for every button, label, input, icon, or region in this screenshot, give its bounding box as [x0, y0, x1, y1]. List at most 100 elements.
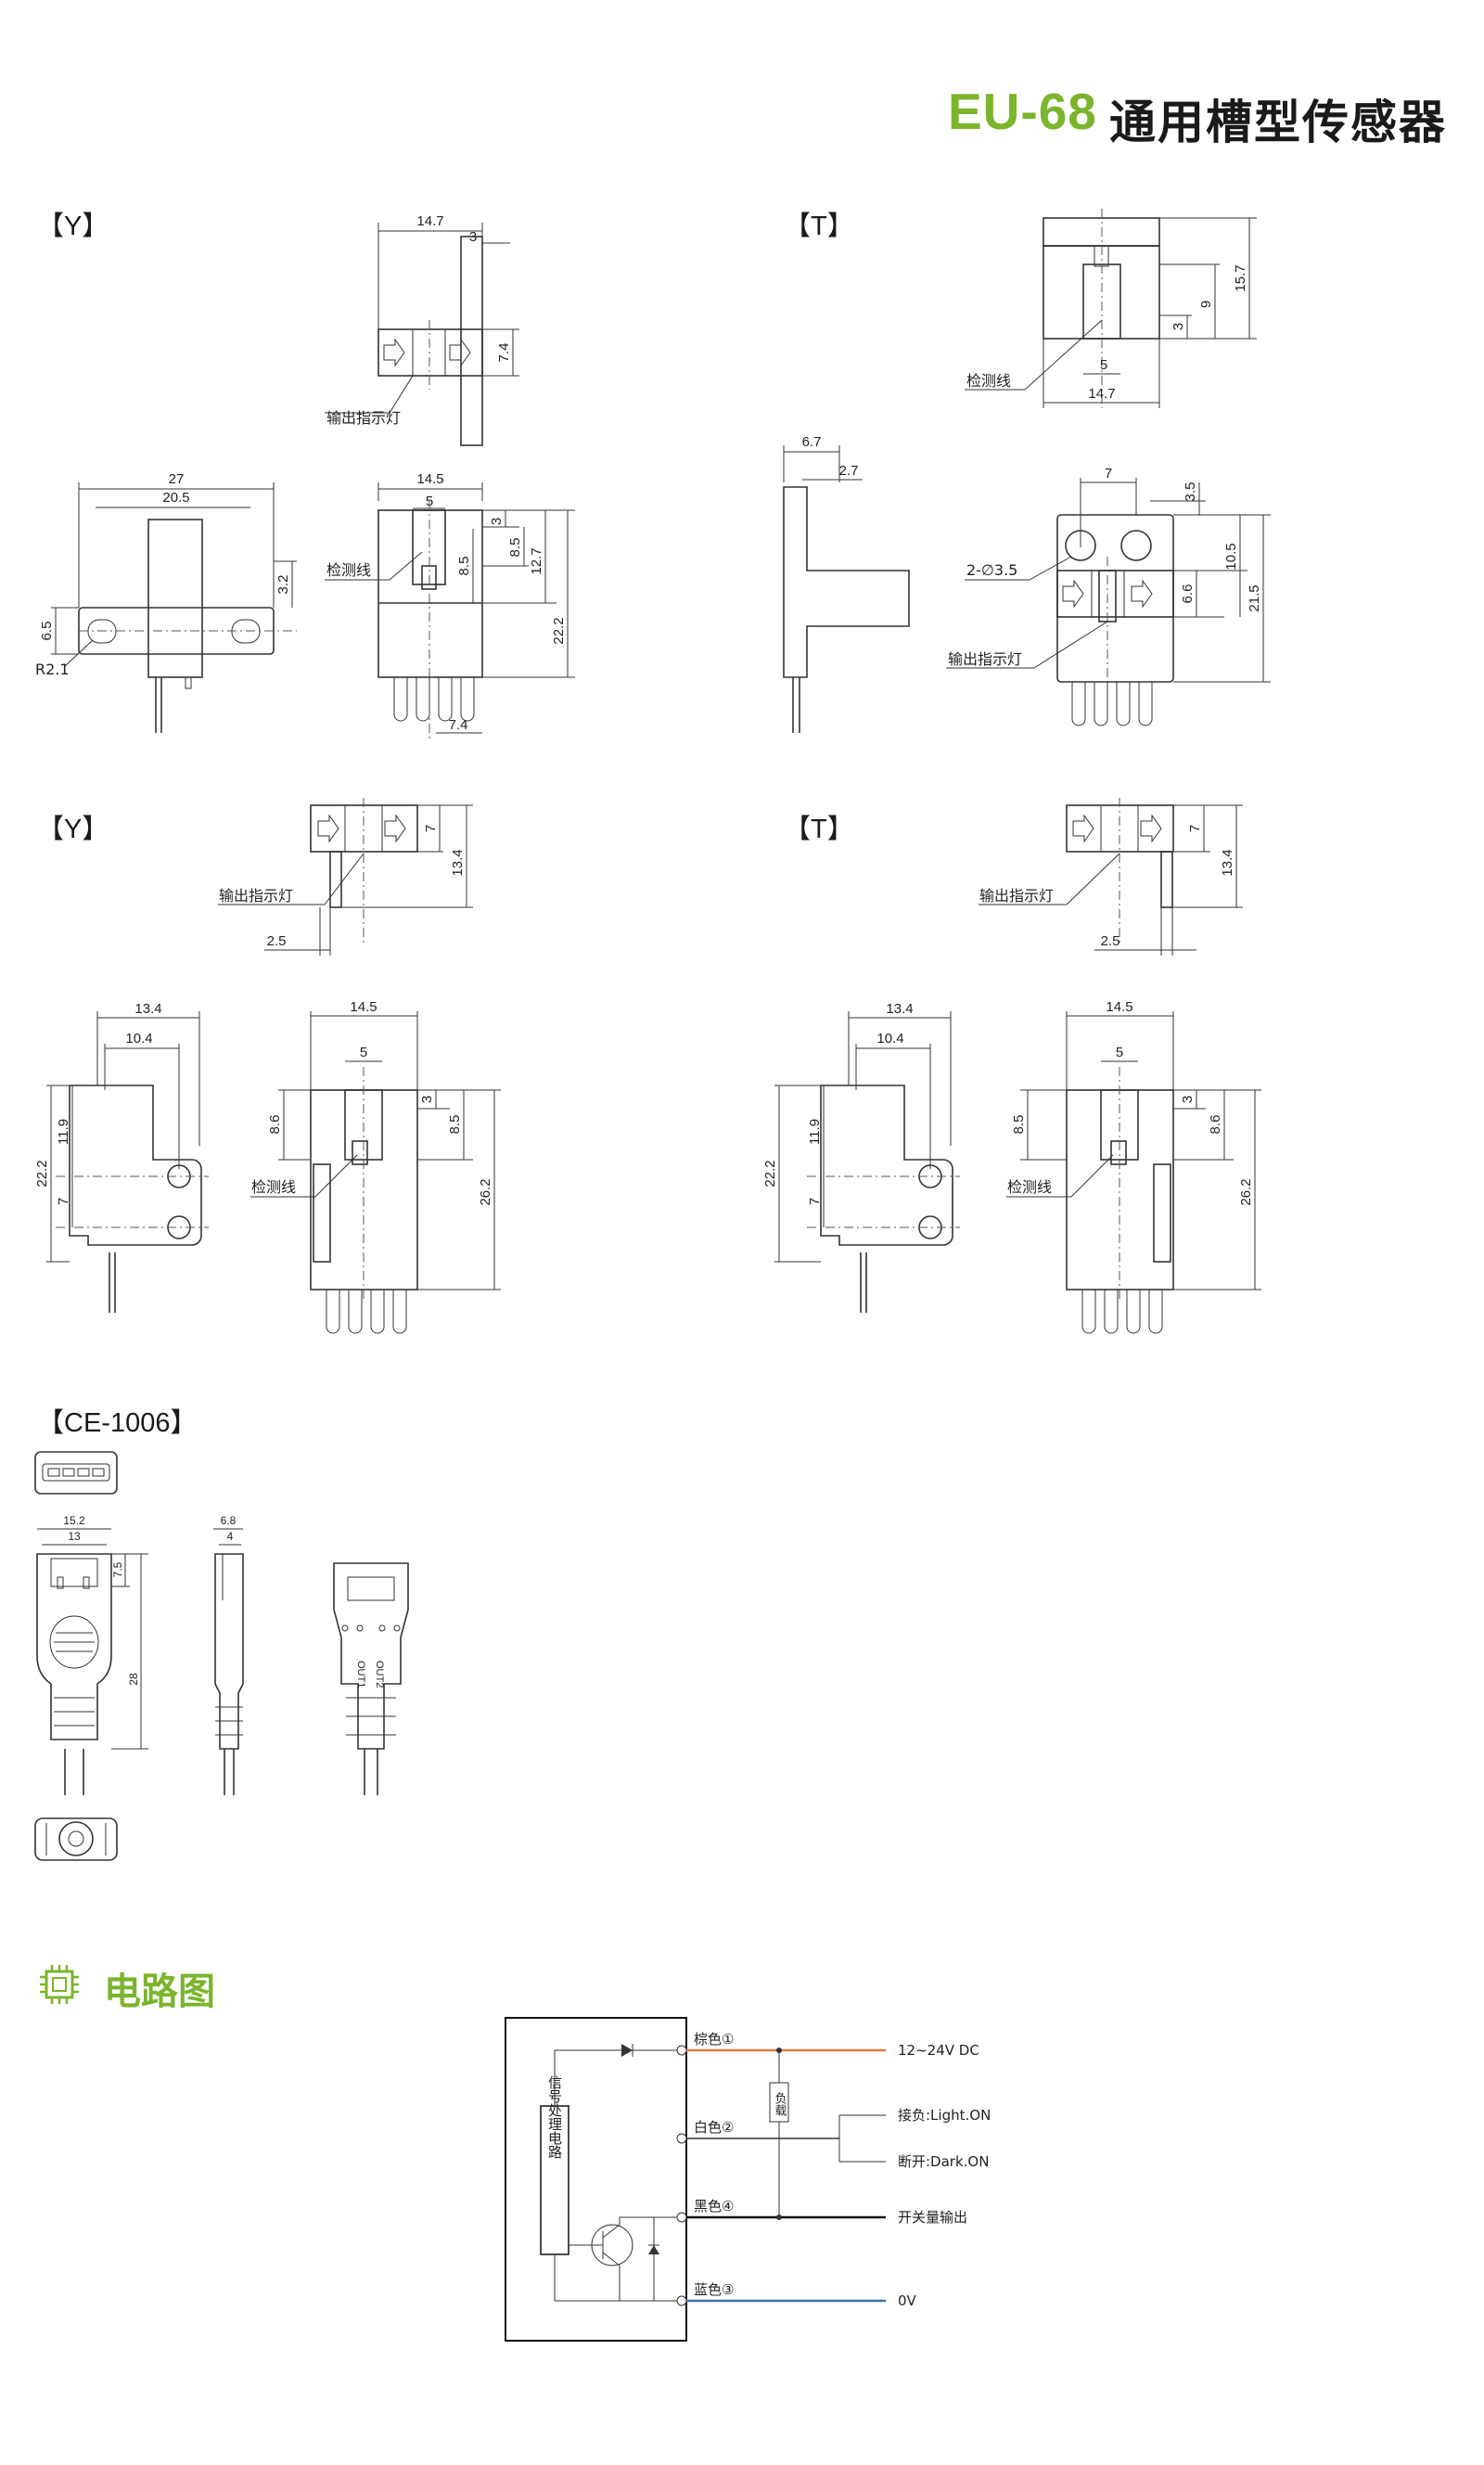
- t1-output-indicator-label: 输出指示灯: [948, 650, 1022, 668]
- model-title: EU-68: [948, 83, 1097, 140]
- y1-top-view: 14.7 3 7.4 输出指示灯: [325, 213, 519, 446]
- t2-side-view: 13.4 10.4 22.2 11.9 7: [762, 1001, 960, 1313]
- product-title: 通用槽型传感器: [1109, 96, 1447, 148]
- section-y1: 【Y】: [37, 212, 109, 241]
- dim-y2-front-3: 3: [419, 1096, 435, 1103]
- wire-white-label: 白色②: [694, 2119, 734, 2136]
- dim-t1-top-147: 14.7: [1088, 386, 1115, 402]
- y1-front-view: 14.5 5 3 8.5 12.7 22.2 8.5 7.4 检测线: [325, 471, 575, 742]
- wire-brown-desc: 12~24V DC: [898, 2042, 979, 2059]
- circuit-diagram: 信号处理电路 负载 棕色① 白色② 黑色④ 蓝色③ 12~24V DC 接负:L…: [505, 2017, 991, 2342]
- dim-y2-top-7: 7: [423, 825, 439, 832]
- circuit-processing-label: 信号处理电路: [546, 2075, 563, 2159]
- dim-y1-top-74: 7.4: [496, 343, 512, 363]
- dim-y1-top-width: 14.7: [416, 213, 443, 229]
- y2-front-view: 14.5 5 8.6 3 8.5 26.2 检测线: [250, 999, 501, 1334]
- dim-y2-top-25: 2.5: [267, 933, 287, 949]
- t2-output-indicator-label: 输出指示灯: [979, 887, 1054, 905]
- dim-t1-side-67: 6.7: [802, 434, 822, 450]
- dim-t2-side-119: 11.9: [807, 1119, 823, 1145]
- dim-y2-front-262: 26.2: [478, 1178, 493, 1205]
- dim-t2-side-134: 13.4: [886, 1001, 913, 1017]
- dim-t2-front-5: 5: [1116, 1045, 1123, 1060]
- dim-t2-top-134: 13.4: [1220, 849, 1235, 876]
- dim-y2-side-104: 10.4: [125, 1031, 152, 1046]
- dim-t1-front-35: 3.5: [1183, 482, 1198, 502]
- dim-y2-side-7: 7: [56, 1198, 71, 1205]
- t2-front-view: 14.5 5 8.5 3 8.6 26.2 检测线: [1006, 999, 1261, 1334]
- dim-y1-front-85b: 8.5: [456, 557, 472, 576]
- y1-detect-line-label: 检测线: [326, 561, 371, 579]
- dim-t2-front-85: 8.5: [1011, 1115, 1027, 1135]
- circuit-load-label: 负载: [773, 2092, 787, 2117]
- dim-y1-side-205: 20.5: [162, 490, 189, 506]
- wire-black-desc: 开关量输出: [898, 2209, 967, 2226]
- dim-ce-68: 6.8: [221, 1514, 237, 1527]
- dim-t2-top-7: 7: [1187, 825, 1203, 832]
- dim-t2-front-86: 8.6: [1208, 1115, 1223, 1135]
- dim-y2-front-86: 8.6: [267, 1115, 283, 1135]
- dim-t1-top-9: 9: [1198, 301, 1214, 308]
- dim-ce-4: 4: [227, 1530, 234, 1543]
- dim-t2-side-222: 22.2: [762, 1160, 778, 1187]
- dim-y2-side-222: 22.2: [34, 1160, 50, 1187]
- y2-output-indicator-label: 输出指示灯: [219, 887, 293, 905]
- dim-y1-front-85a: 8.5: [507, 538, 523, 558]
- ce1006-connector-drawings: 15.2 13 7.5 28 6.8 4 OUT: [34, 1451, 409, 1861]
- dim-y2-side-119: 11.9: [56, 1119, 71, 1145]
- dim-t1-top-157: 15.7: [1233, 264, 1248, 291]
- section-t1: 【T】: [784, 212, 854, 241]
- t1-side-view: 6.7 2.7: [783, 434, 910, 733]
- section-ce1006: 【CE-1006】: [37, 1408, 198, 1438]
- dim-y1-front-222: 22.2: [551, 617, 567, 644]
- wire-black-label: 黑色④: [694, 2198, 734, 2215]
- y1-side-view: 27 20.5 3.2 6.5 R2.1: [35, 471, 297, 733]
- y2-side-view: 13.4 10.4 22.2 11.9 7: [34, 1001, 209, 1313]
- dim-t1-front-66: 6.6: [1180, 584, 1196, 604]
- t1-top-view: 14.7 5 15.7 9 3 检测线: [965, 209, 1257, 408]
- dim-y1-side-65: 6.5: [39, 622, 55, 641]
- y1-radius-label: R2.1: [35, 661, 70, 678]
- section-y2: 【Y】: [37, 815, 109, 844]
- dim-t1-front-105: 10.5: [1223, 543, 1239, 570]
- dim-y2-front-85: 8.5: [447, 1115, 463, 1135]
- dim-y2-side-134: 13.4: [134, 1001, 161, 1017]
- t1-front-view: 7 3.5 10.5 6.6 21.5 2-∅3.5 输出指示灯: [946, 466, 1271, 726]
- y2-detect-line-label: 检测线: [251, 1178, 296, 1196]
- dim-t2-front-3: 3: [1180, 1096, 1196, 1103]
- t2-detect-line-label: 检测线: [1007, 1178, 1052, 1196]
- section-t2: 【T】: [784, 815, 854, 844]
- dim-t1-front-215: 21.5: [1247, 584, 1262, 611]
- dim-y1-front-74: 7.4: [449, 717, 468, 733]
- dim-y2-top-134: 13.4: [450, 849, 466, 876]
- dim-ce-28: 28: [127, 1673, 140, 1686]
- dim-t2-side-7: 7: [807, 1198, 823, 1205]
- dim-t2-front-262: 26.2: [1238, 1178, 1254, 1205]
- t1-hole-label: 2-∅3.5: [966, 561, 1017, 579]
- dim-y2-front-5: 5: [360, 1045, 367, 1060]
- circuit-title: 电路图: [104, 1971, 215, 2012]
- circuit-chip-icon: [40, 1965, 79, 2004]
- dim-y1-side-27: 27: [169, 471, 185, 487]
- wire-brown-label: 棕色①: [694, 2031, 734, 2048]
- wire-blue-label: 蓝色③: [694, 2281, 734, 2298]
- light-on-label: 接负:Light.ON: [898, 2107, 991, 2124]
- dim-t2-front-145: 14.5: [1106, 999, 1132, 1015]
- dim-t1-top-5: 5: [1100, 357, 1107, 373]
- ce-out1-label: OUT1: [355, 1661, 366, 1688]
- dim-t2-side-104: 10.4: [876, 1031, 903, 1046]
- dim-y2-front-145: 14.5: [350, 999, 377, 1015]
- dim-ce-13: 13: [68, 1530, 81, 1543]
- dim-t1-front-7: 7: [1105, 466, 1112, 481]
- ce-out2-label: OUT2: [374, 1661, 385, 1688]
- dim-y1-front-127: 12.7: [529, 547, 544, 574]
- t2-top-view: 7 13.4 2.5 输出指示灯: [979, 798, 1243, 956]
- dark-on-label: 断开:Dark.ON: [898, 2153, 989, 2170]
- dim-ce-75: 7.5: [111, 1561, 124, 1577]
- wire-blue-desc: 0V: [898, 2292, 917, 2309]
- dim-ce-152: 15.2: [63, 1514, 85, 1527]
- dim-y1-front-145: 14.5: [416, 471, 443, 487]
- dim-t1-top-3: 3: [1171, 323, 1186, 330]
- t1-detect-line-label: 检测线: [966, 372, 1011, 390]
